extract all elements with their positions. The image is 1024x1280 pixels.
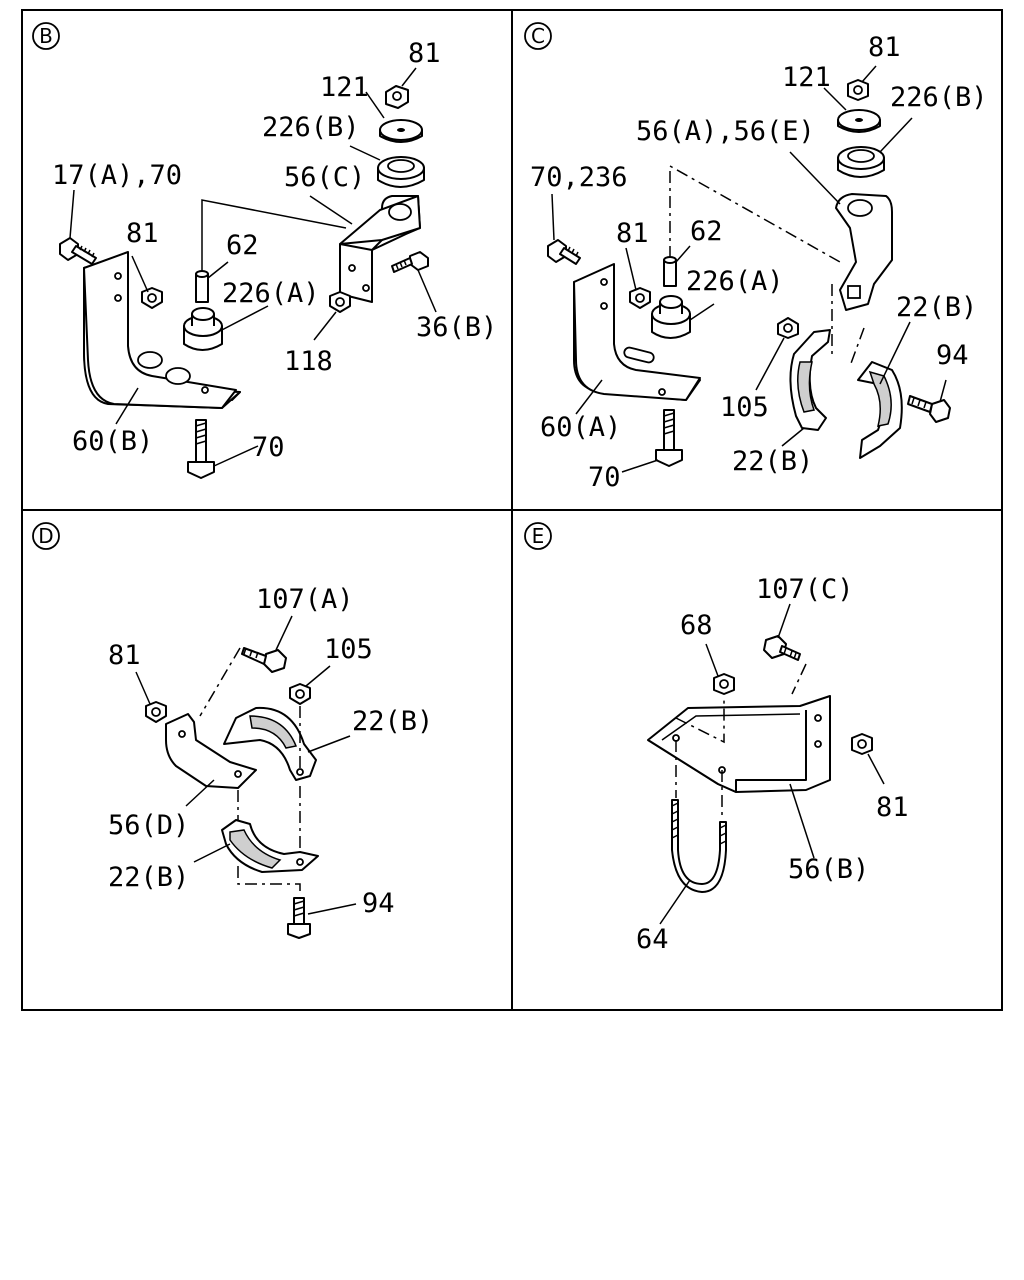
bracket-56d	[165, 713, 257, 789]
label-94: 94	[936, 340, 969, 371]
panel-letter: E	[532, 524, 545, 548]
label-70: 70	[588, 462, 621, 493]
label-62: 62	[226, 230, 259, 261]
label-81-left: 81	[616, 218, 649, 249]
nut-81-left	[141, 287, 163, 309]
label-70: 70	[252, 432, 285, 463]
bracket-60b	[83, 251, 241, 409]
bolt-94	[287, 897, 311, 939]
label-81: 81	[876, 792, 909, 823]
label-226a: 226(A)	[686, 266, 784, 297]
label-107a: 107(A)	[256, 584, 354, 615]
label-68: 68	[680, 610, 713, 641]
nut-68	[713, 673, 735, 695]
label-56a-56e: 56(A),56(E)	[636, 116, 815, 147]
pin-62	[663, 256, 677, 287]
nut-105	[777, 317, 799, 339]
label-81-left: 81	[126, 218, 159, 249]
nut-105	[289, 683, 311, 705]
label-226a: 226(A)	[222, 278, 320, 309]
rubber-226a	[651, 295, 691, 339]
panel-letter-badge: B	[32, 22, 60, 50]
panel-d: D	[32, 522, 433, 939]
label-22b-right: 22(B)	[896, 292, 977, 323]
panel-e: E	[524, 522, 909, 955]
rubber-226b	[377, 156, 425, 188]
clamp-22b-b	[857, 361, 903, 459]
nut-81-top	[385, 85, 409, 109]
bolt-70-236	[547, 239, 581, 265]
label-105: 105	[324, 634, 373, 665]
label-56d: 56(D)	[108, 810, 189, 841]
bolt-17a	[59, 237, 97, 265]
panel-b: B	[32, 22, 497, 479]
clamp-22b-upper	[223, 706, 317, 781]
pin-62	[195, 270, 209, 303]
label-226b: 226(B)	[890, 82, 988, 113]
washer-121	[837, 109, 881, 133]
label-17a-70: 17(A),70	[52, 160, 182, 191]
u-bolt-64	[671, 799, 727, 893]
bolt-70	[187, 419, 215, 479]
label-22b-lower: 22(B)	[732, 446, 813, 477]
label-60a: 60(A)	[540, 412, 621, 443]
label-81: 81	[108, 640, 141, 671]
label-36b: 36(B)	[416, 312, 497, 343]
panel-letter: B	[39, 24, 53, 48]
rubber-226a	[183, 307, 223, 351]
label-64: 64	[636, 924, 669, 955]
label-70-236: 70,236	[530, 162, 628, 193]
nut-81-left	[629, 287, 651, 309]
panel-letter-badge: C	[524, 22, 552, 50]
panel-letter: C	[531, 24, 545, 48]
rubber-226b	[837, 146, 885, 178]
panel-letter-badge: D	[32, 522, 60, 550]
panel-c: C	[524, 22, 988, 493]
bracket-56c	[339, 195, 421, 303]
panel-letter-badge: E	[524, 522, 552, 550]
bolt-107c	[763, 635, 801, 661]
label-107c: 107(C)	[756, 574, 854, 605]
label-226b: 226(B)	[262, 112, 360, 143]
label-94: 94	[362, 888, 395, 919]
label-105: 105	[720, 392, 769, 423]
clamp-22b-a	[789, 329, 831, 431]
label-60b: 60(B)	[72, 426, 153, 457]
label-118: 118	[284, 346, 333, 377]
grid-frame	[21, 9, 1003, 1011]
nut-118	[329, 291, 351, 313]
label-81: 81	[868, 32, 901, 63]
label-121: 121	[320, 72, 369, 103]
clamp-22b-lower	[221, 819, 319, 873]
bracket-56b	[647, 695, 831, 793]
label-22b-upper: 22(B)	[352, 706, 433, 737]
label-56b: 56(B)	[788, 854, 869, 885]
bracket-60a	[573, 263, 701, 401]
bracket-56a-56e	[835, 193, 893, 311]
bolt-94	[907, 395, 951, 423]
label-81: 81	[408, 38, 441, 69]
nut-81	[145, 701, 167, 723]
bolt-36b	[391, 251, 429, 273]
label-22b-lower: 22(B)	[108, 862, 189, 893]
label-62: 62	[690, 216, 723, 247]
bolt-107a	[241, 647, 287, 673]
bolt-70	[655, 409, 683, 467]
panel-letter: D	[38, 524, 53, 548]
label-121: 121	[782, 62, 831, 93]
washer-121	[379, 119, 423, 143]
label-56c: 56(C)	[284, 162, 365, 193]
nut-81-top	[847, 79, 869, 101]
nut-81	[851, 733, 873, 755]
